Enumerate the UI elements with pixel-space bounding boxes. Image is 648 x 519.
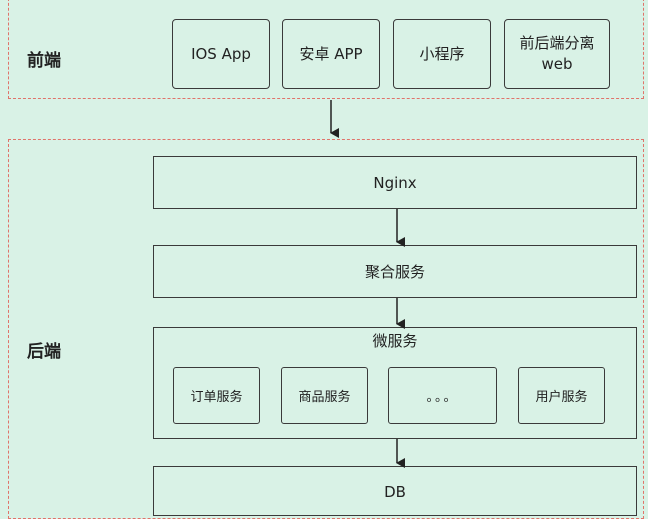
nginx-box: Nginx	[153, 156, 637, 209]
service-more: 。。。	[388, 367, 497, 424]
service-order: 订单服务	[173, 367, 260, 424]
client-label: 小程序	[419, 44, 465, 63]
client-android-app: 安卓 APP	[282, 19, 380, 89]
service-label: 用户服务	[535, 390, 588, 405]
nginx-label: Nginx	[373, 173, 417, 192]
client-label: 前后端分离 web	[519, 34, 595, 73]
client-ios-app: IOS App	[172, 19, 270, 89]
service-label: 。。。	[426, 390, 459, 405]
microservices-title: 微服务	[372, 332, 418, 350]
service-product: 商品服务	[281, 367, 368, 424]
client-web: 前后端分离 web	[504, 19, 610, 89]
client-label: IOS App	[191, 44, 251, 63]
backend-label: 后端	[27, 342, 61, 362]
client-mini-program: 小程序	[393, 19, 491, 89]
service-label: 订单服务	[190, 390, 243, 405]
client-label: 安卓 APP	[299, 44, 363, 63]
frontend-zone	[8, 0, 644, 99]
service-label: 商品服务	[298, 390, 351, 405]
service-user: 用户服务	[518, 367, 605, 424]
aggregation-service-label: 聚合服务	[364, 263, 425, 281]
db-label: DB	[384, 483, 406, 501]
connector-arrows	[330, 100, 405, 468]
aggregation-service-box: 聚合服务	[153, 245, 637, 298]
frontend-label: 前端	[27, 51, 61, 71]
